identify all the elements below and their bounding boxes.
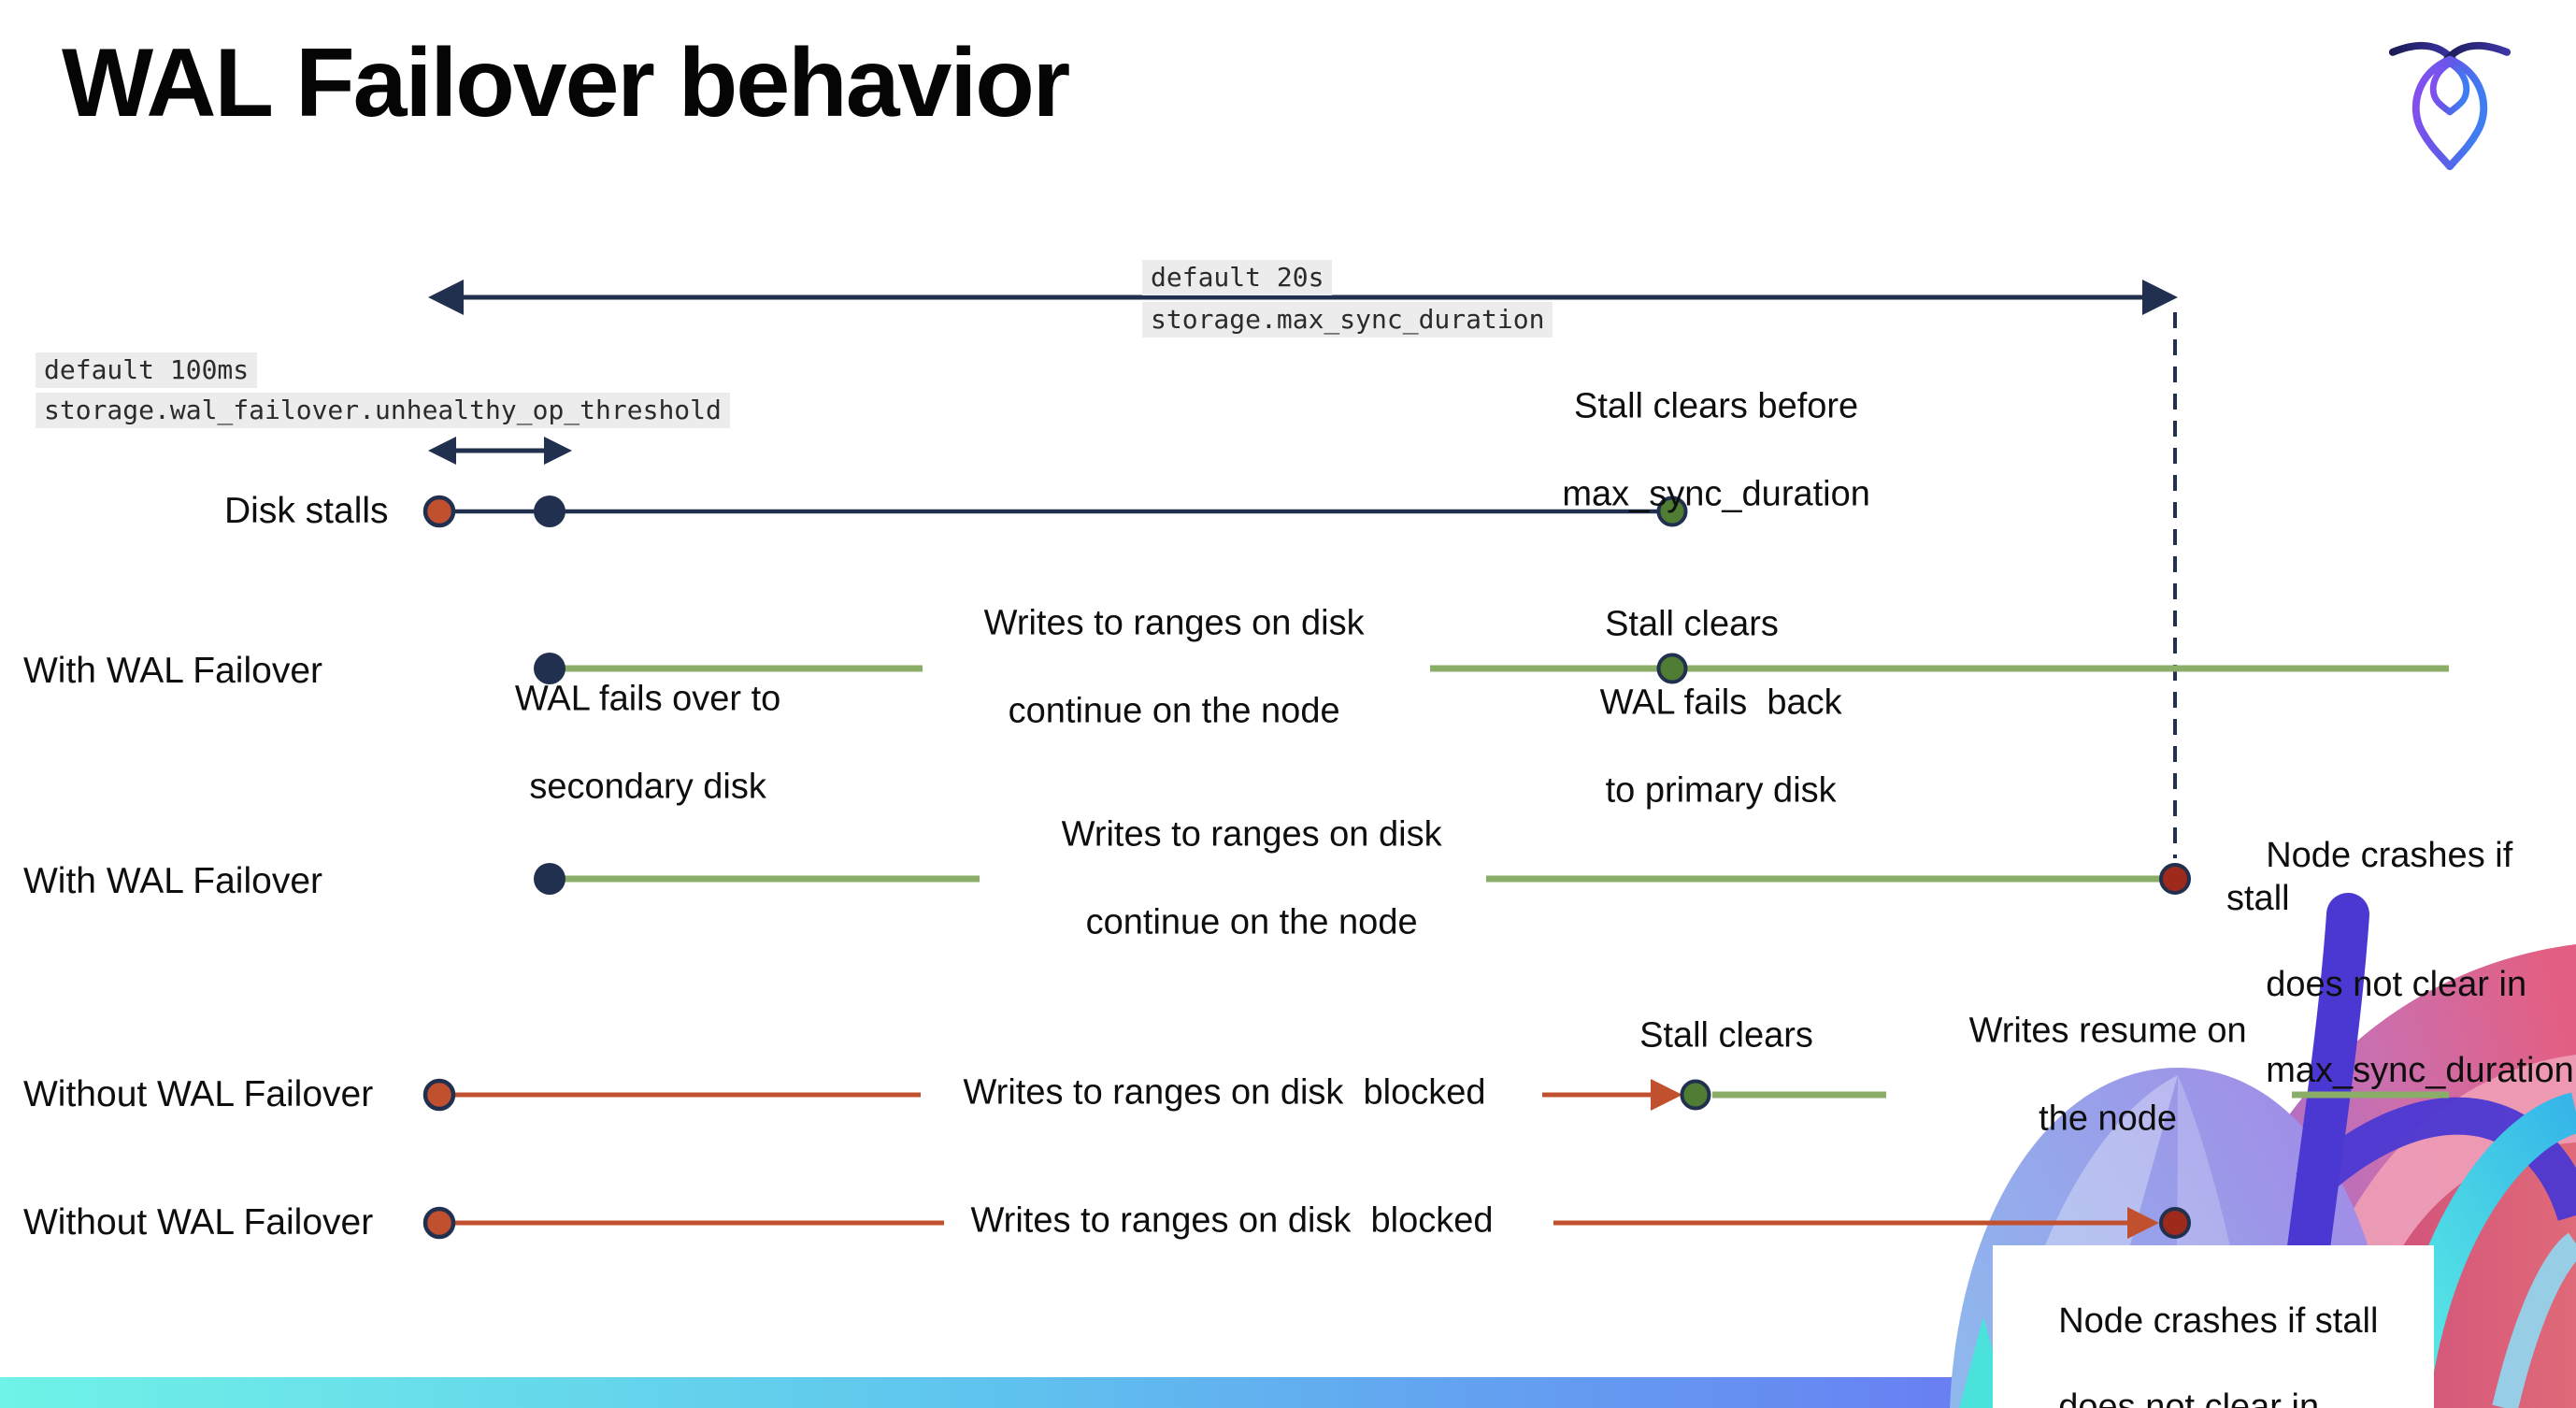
stall-start-dot xyxy=(422,495,456,528)
crash-note-box xyxy=(1993,1245,2434,1408)
writes-continue-note-1: Writes to ranges on disk continue on the… xyxy=(983,603,1365,731)
threshold-default-label: default 100ms xyxy=(36,352,258,389)
failover-dot xyxy=(534,863,565,895)
max-sync-default-label: default 20s xyxy=(1142,260,1333,296)
writes-resume-note: Writes resume on the node xyxy=(1968,1011,2247,1139)
crash-note-right: Node crashes if stall does not clear in … xyxy=(2226,836,2574,1090)
row-label-disk-stalls: Disk stalls xyxy=(224,491,389,531)
stall-clears-before-note: Stall clears before max_sync_duration xyxy=(1562,386,1870,514)
row-disk-stalls-line xyxy=(422,495,1688,528)
stall-start-dot xyxy=(422,1206,456,1240)
row-without-wal-1-line xyxy=(422,1078,2449,1112)
stall-clear-dot xyxy=(1656,653,1688,684)
stall-clears-note-2: Stall clears xyxy=(1639,1015,1813,1056)
crash-note-bottom: Node crashes if stall does not clear in … xyxy=(2058,1301,2379,1408)
row-with-wal-1-line xyxy=(534,653,2449,684)
max-sync-setting-label: storage.max_sync_duration xyxy=(1142,302,1553,338)
crash-dot xyxy=(2159,863,2191,895)
row-with-wal-2-line xyxy=(534,863,2191,895)
row-label-with-wal-2: With WAL Failover xyxy=(23,861,322,901)
failover-note: WAL fails over to secondary disk xyxy=(514,679,781,807)
row-without-wal-2-line xyxy=(422,1206,2191,1240)
failback-note: WAL fails back to primary disk xyxy=(1599,682,1842,811)
stall-clear-dot xyxy=(1680,1079,1711,1111)
failover-dot xyxy=(534,653,565,684)
page-title: WAL Failover behavior xyxy=(62,29,1070,137)
max-sync-duration-arrow xyxy=(428,280,2178,315)
stall-clear-dot xyxy=(1656,496,1688,527)
writes-continue-note-2: Writes to ranges on disk continue on the… xyxy=(1061,814,1442,942)
threshold-arrow xyxy=(428,437,572,465)
stall-clears-note-1: Stall clears xyxy=(1605,604,1779,644)
writes-blocked-note-1: Writes to ranges on disk blocked xyxy=(963,1072,1486,1113)
threshold-setting-label: storage.wal_failover.unhealthy_op_thresh… xyxy=(36,393,730,429)
crash-dot xyxy=(2159,1207,2191,1239)
row-label-without-wal-2: Without WAL Failover xyxy=(23,1202,374,1243)
row-label-without-wal-1: Without WAL Failover xyxy=(23,1074,374,1114)
cockroachdb-logo-icon xyxy=(2389,41,2511,171)
failover-threshold-dot xyxy=(534,496,565,527)
row-label-with-wal-1: With WAL Failover xyxy=(23,651,322,691)
stall-start-dot xyxy=(422,1078,456,1112)
writes-blocked-note-2: Writes to ranges on disk blocked xyxy=(970,1200,1494,1241)
